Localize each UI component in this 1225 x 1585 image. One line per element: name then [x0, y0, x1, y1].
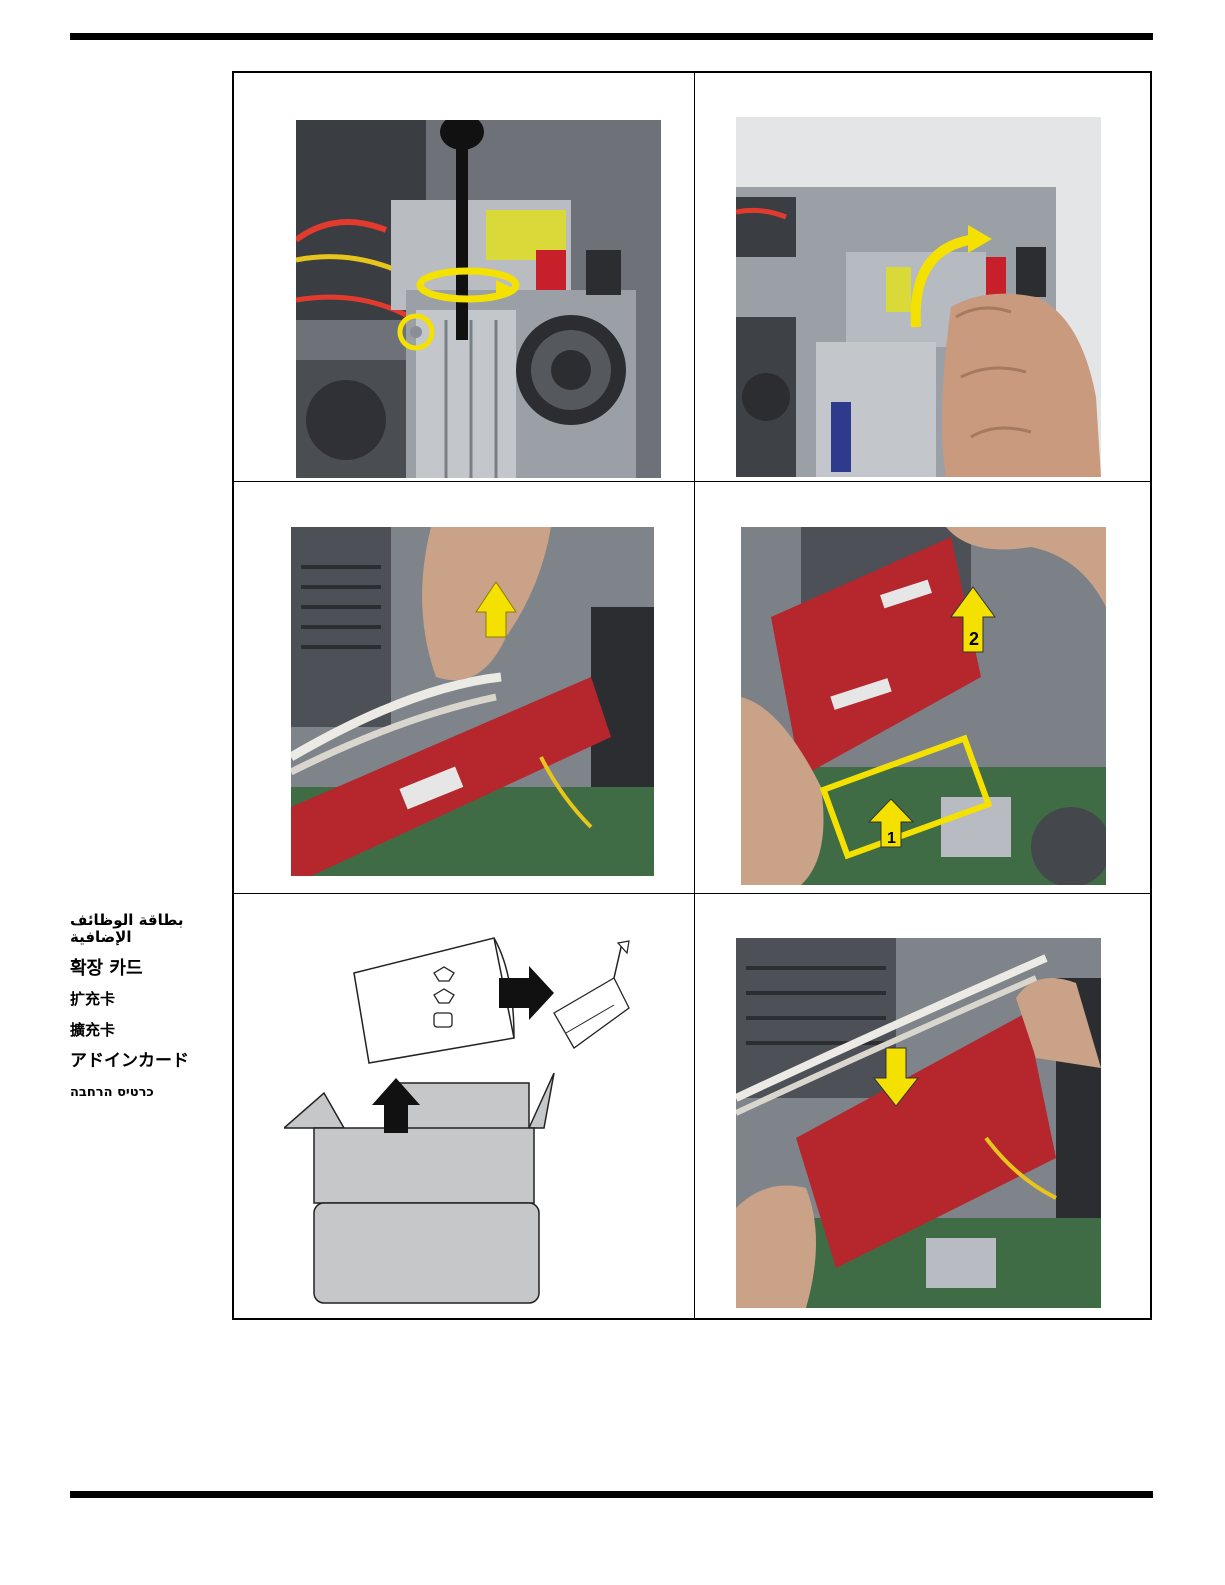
open-cover-illustration	[736, 117, 1101, 477]
unpack-card-illustration	[284, 933, 644, 1313]
photo-insert-card	[736, 938, 1101, 1308]
remove-screw-illustration	[296, 120, 661, 478]
drawing-unpack-card	[284, 933, 644, 1313]
photo-open-slot-cover	[736, 117, 1101, 477]
label-hebrew: כרטיס הרחבה	[70, 1084, 220, 1101]
label-simplified-chinese: 扩充卡	[70, 991, 220, 1008]
remove-card-illustration: 2 1	[741, 527, 1106, 885]
grid-row-divider-2	[234, 893, 1150, 894]
bottom-rule	[70, 1491, 1153, 1498]
instruction-figure-grid: 2 1	[232, 71, 1152, 1320]
step-number-1: 1	[887, 830, 896, 847]
photo-remove-slot-screw	[296, 120, 661, 478]
grid-column-divider	[694, 73, 695, 1318]
label-traditional-chinese: 擴充卡	[70, 1022, 220, 1039]
grid-row-divider-1	[234, 481, 1150, 482]
step-number-2: 2	[969, 629, 979, 649]
label-japanese: アドインカード	[70, 1053, 220, 1070]
label-korean: 확장 카드	[70, 960, 220, 977]
label-arabic: بطاقة الوظائف الإضافية	[70, 912, 220, 946]
localized-labels: بطاقة الوظائف الإضافية 확장 카드 扩充卡 擴充卡 アドイ…	[70, 912, 220, 1115]
photo-disconnect-cable	[291, 527, 654, 876]
top-rule	[70, 33, 1153, 40]
insert-card-illustration	[736, 938, 1101, 1308]
photo-remove-card: 2 1	[741, 527, 1106, 885]
disconnect-cable-illustration	[291, 527, 654, 876]
